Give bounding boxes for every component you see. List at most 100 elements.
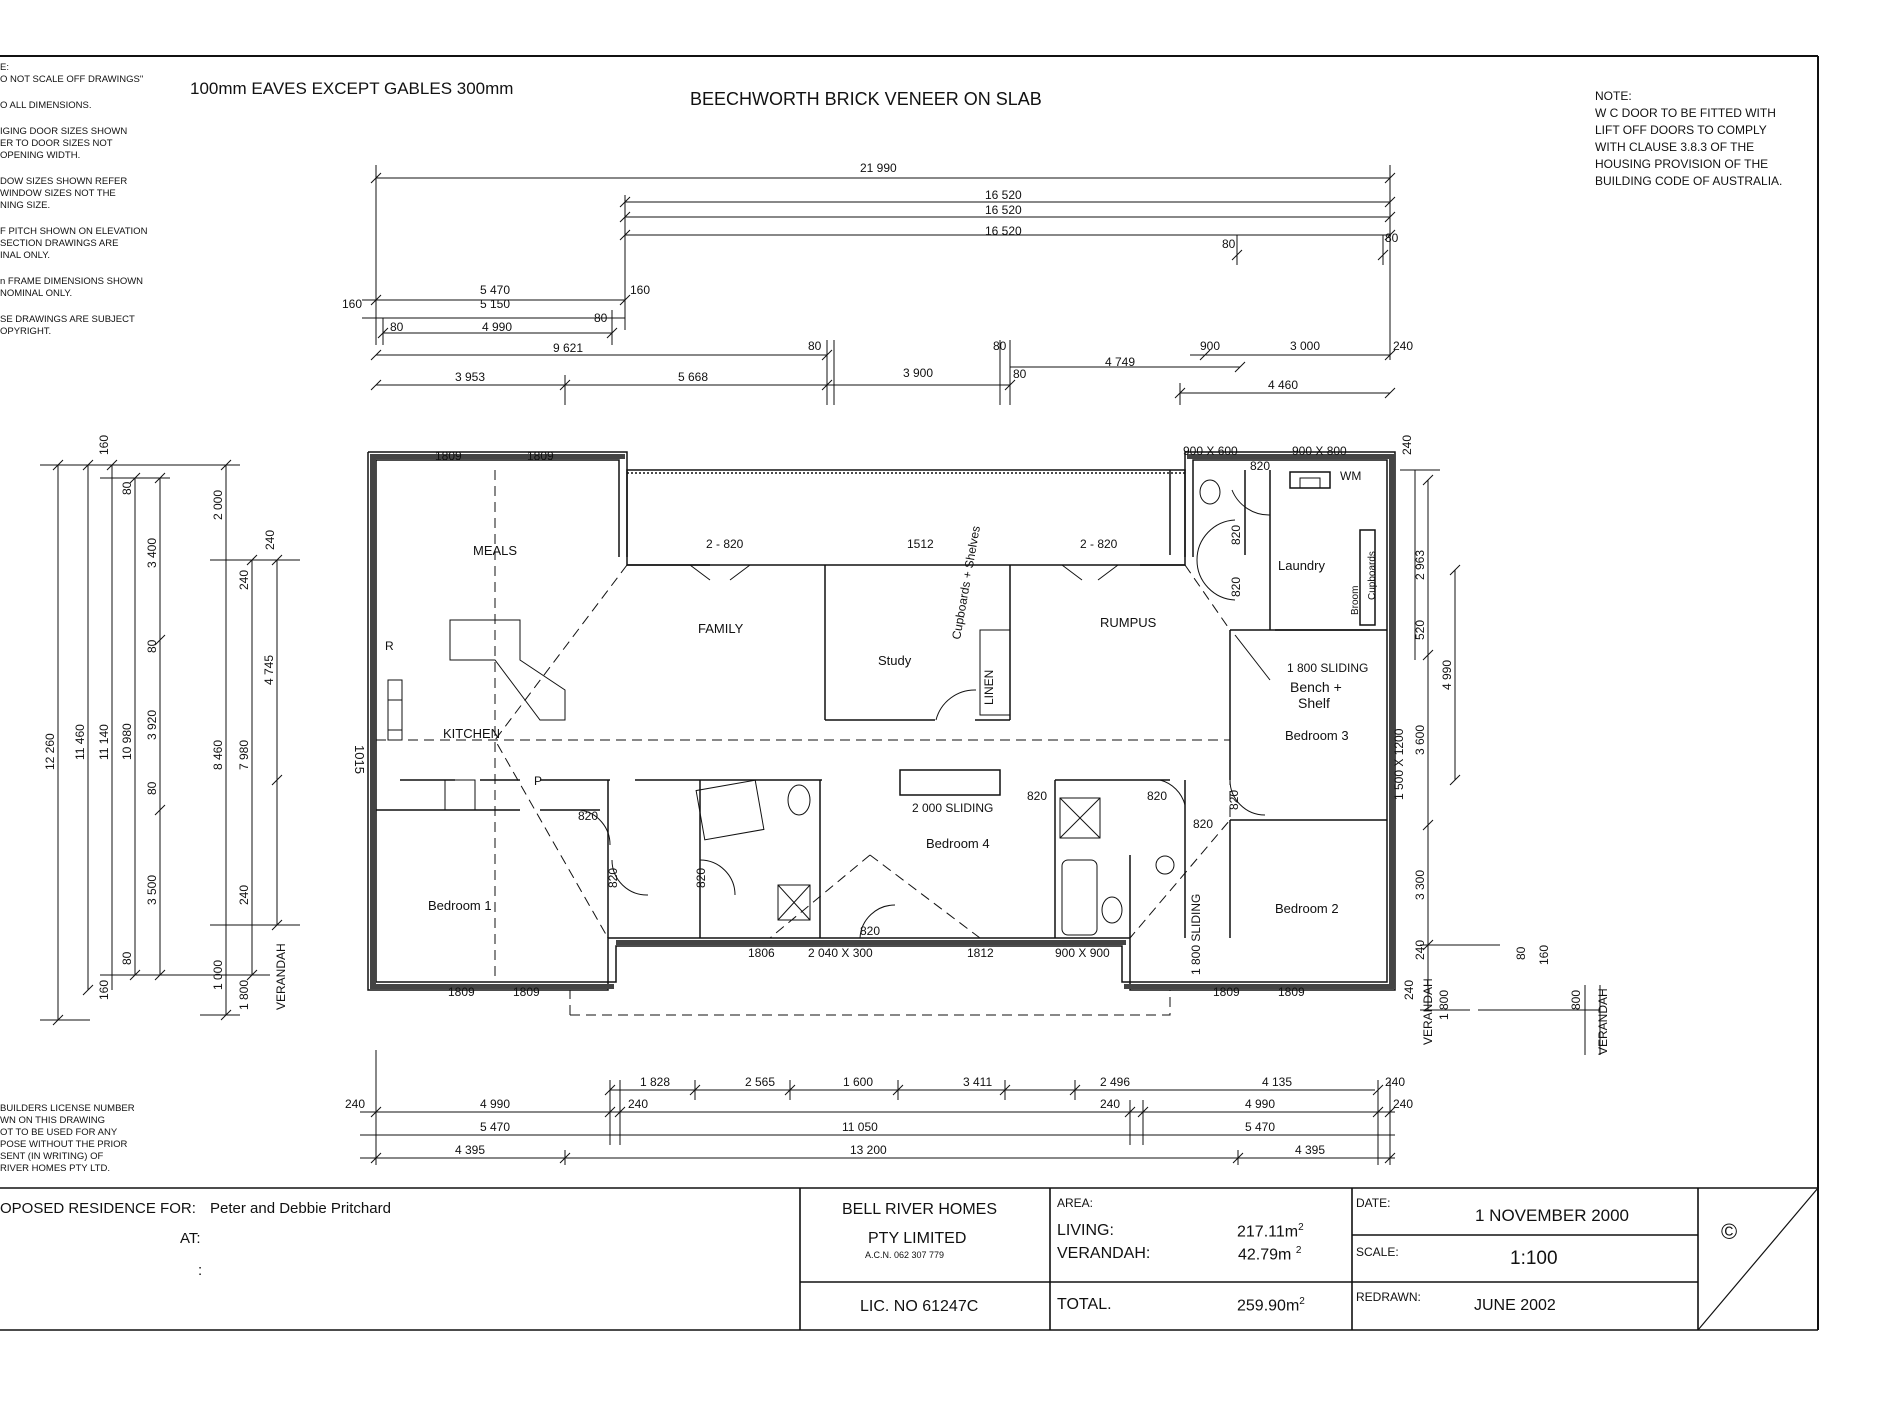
at-colon: : xyxy=(198,1262,203,1279)
dim-3400: 3 400 xyxy=(145,538,159,568)
window-1809: 1809 xyxy=(1213,985,1240,999)
room-family: FAMILY xyxy=(698,621,744,636)
dim-11050: 11 050 xyxy=(842,1120,878,1134)
dim-4749: 4 749 xyxy=(1105,355,1135,369)
dim-10980: 10 980 xyxy=(120,723,134,760)
dim-5150: 5 150 xyxy=(480,297,510,311)
label-wm: WM xyxy=(1340,469,1361,483)
dim-3953: 3 953 xyxy=(455,370,485,384)
window-2040x300: 2 040 X 300 xyxy=(808,946,873,960)
dim-5470: 5 470 xyxy=(1245,1120,1275,1134)
dim-12260: 12 260 xyxy=(43,733,57,770)
total-area: 259.90m2 xyxy=(1237,1296,1305,1315)
general-note: O ALL DIMENSIONS. xyxy=(0,100,92,111)
dim-5470: 5 470 xyxy=(480,1120,510,1134)
window-1806: 1806 xyxy=(748,946,775,960)
dim-80: 80 xyxy=(390,320,404,334)
door-820: 820 xyxy=(578,809,598,823)
dim-1800: 1 800 xyxy=(237,980,251,1010)
dim-9621: 9 621 xyxy=(553,341,583,355)
dim-8460: 8 460 xyxy=(211,740,225,770)
general-note: n FRAME DIMENSIONS SHOWN NOMINAL ONLY. xyxy=(0,276,144,299)
general-note: F PITCH SHOWN ON ELEVATION SECTION DRAWI… xyxy=(0,226,148,261)
dim-80: 80 xyxy=(145,781,159,795)
dim-2963: 2 963 xyxy=(1413,550,1427,580)
area-label: AREA: xyxy=(1057,1196,1094,1210)
dim-16520: 16 520 xyxy=(985,224,1022,238)
dim-900: 900 xyxy=(1200,339,1220,353)
room-study: Study xyxy=(878,653,912,668)
window-1809: 1809 xyxy=(435,449,462,463)
dim-1600: 1 600 xyxy=(843,1075,873,1089)
dim-240: 240 xyxy=(1393,339,1413,353)
door-820: 820 xyxy=(1229,525,1243,545)
sliding-1800: 1 800 SLIDING xyxy=(1287,661,1368,675)
label-bench: Bench + xyxy=(1290,679,1342,695)
dim-2496: 2 496 xyxy=(1100,1075,1130,1089)
dim-80: 80 xyxy=(594,311,608,325)
door-820: 820 xyxy=(1227,790,1241,810)
company-name: BELL RIVER HOMES xyxy=(842,1201,998,1218)
at-label: AT: xyxy=(180,1230,201,1247)
window-1809: 1809 xyxy=(448,985,475,999)
window-1809: 1809 xyxy=(527,449,554,463)
door-820: 820 xyxy=(1193,817,1213,831)
window-900x600: 900 X 600 xyxy=(1183,444,1238,458)
room-bedroom-3: Bedroom 3 xyxy=(1285,728,1349,743)
dim-160: 160 xyxy=(97,980,111,1000)
title-block-lines xyxy=(0,1187,1819,1331)
door-820: 820 xyxy=(1229,577,1243,597)
note-line: LIFT OFF DOORS TO COMPLY xyxy=(1595,123,1767,137)
residence-for: Peter and Debbie Pritchard xyxy=(210,1200,391,1217)
dim-1828: 1 828 xyxy=(640,1075,670,1089)
dim-1000: 1 000 xyxy=(211,960,225,990)
copyright-icon: © xyxy=(1721,1219,1738,1244)
living-value: 217.11m xyxy=(1237,1223,1299,1241)
dim-80: 80 xyxy=(1385,231,1399,245)
eaves-note: 100mm EAVES EXCEPT GABLES 300mm xyxy=(190,79,514,98)
company-type: PTY LIMITED xyxy=(868,1230,967,1247)
window-1500x1200: 1 500 X 1200 xyxy=(1392,728,1406,800)
door-820: 820 xyxy=(694,868,708,888)
license-note: BUILDERS LICENSE NUMBER WN ON THIS DRAWI… xyxy=(0,1103,135,1174)
window-1809: 1809 xyxy=(513,985,540,999)
label-verandah: VERANDAH xyxy=(274,943,288,1010)
dim-160: 160 xyxy=(342,297,362,311)
dim-3411: 3 411 xyxy=(963,1075,992,1089)
dim-240: 240 xyxy=(1393,1097,1413,1111)
note-line: HOUSING PROVISION OF THE xyxy=(1595,157,1769,171)
room-bedroom-2: Bedroom 2 xyxy=(1275,901,1339,916)
label-shelf: Shelf xyxy=(1298,695,1330,711)
door-2x820: 2 - 820 xyxy=(1080,537,1118,551)
dim-4990: 4 990 xyxy=(1440,660,1454,690)
dim-5470: 5 470 xyxy=(480,283,510,297)
room-bedroom-4: Bedroom 4 xyxy=(926,836,990,851)
left-dimension-lines xyxy=(40,459,300,1026)
dim-240: 240 xyxy=(628,1097,648,1111)
walls xyxy=(367,451,1396,991)
kitchen-1015: 1015 xyxy=(352,745,367,774)
drawing-scale: 1:100 xyxy=(1510,1248,1558,1269)
dim-4395: 4 395 xyxy=(1295,1143,1325,1157)
label-cupboards-shelves: Cupboards + Shelves xyxy=(949,525,983,641)
dim-4990: 4 990 xyxy=(482,320,512,334)
unit-squared: 2 xyxy=(1295,1245,1302,1256)
window-1812: 1812 xyxy=(967,946,994,960)
opening-1512: 1512 xyxy=(907,537,934,551)
dim-800: 800 xyxy=(1569,990,1583,1010)
dim-16520: 16 520 xyxy=(985,203,1022,217)
label-broom: Broom xyxy=(1350,586,1361,615)
plan-labels: MEALS FAMILY RUMPUS Study KITCHEN Laundr… xyxy=(43,161,1610,1157)
general-note: SE DRAWINGS ARE SUBJECT OPYRIGHT. xyxy=(0,314,135,337)
verandah-value: 42.79m xyxy=(1238,1246,1292,1264)
license-number: LIC. NO 61247C xyxy=(860,1298,979,1315)
label-verandah: VERANDAH xyxy=(1596,988,1610,1055)
note-line: NOTE: xyxy=(1595,89,1632,103)
dim-240: 240 xyxy=(345,1097,365,1111)
dim-4135: 4 135 xyxy=(1262,1075,1292,1089)
dim-520: 520 xyxy=(1413,620,1427,640)
dim-80: 80 xyxy=(993,339,1007,353)
dim-3900: 3 900 xyxy=(903,366,933,380)
dim-21990: 21 990 xyxy=(860,161,897,175)
